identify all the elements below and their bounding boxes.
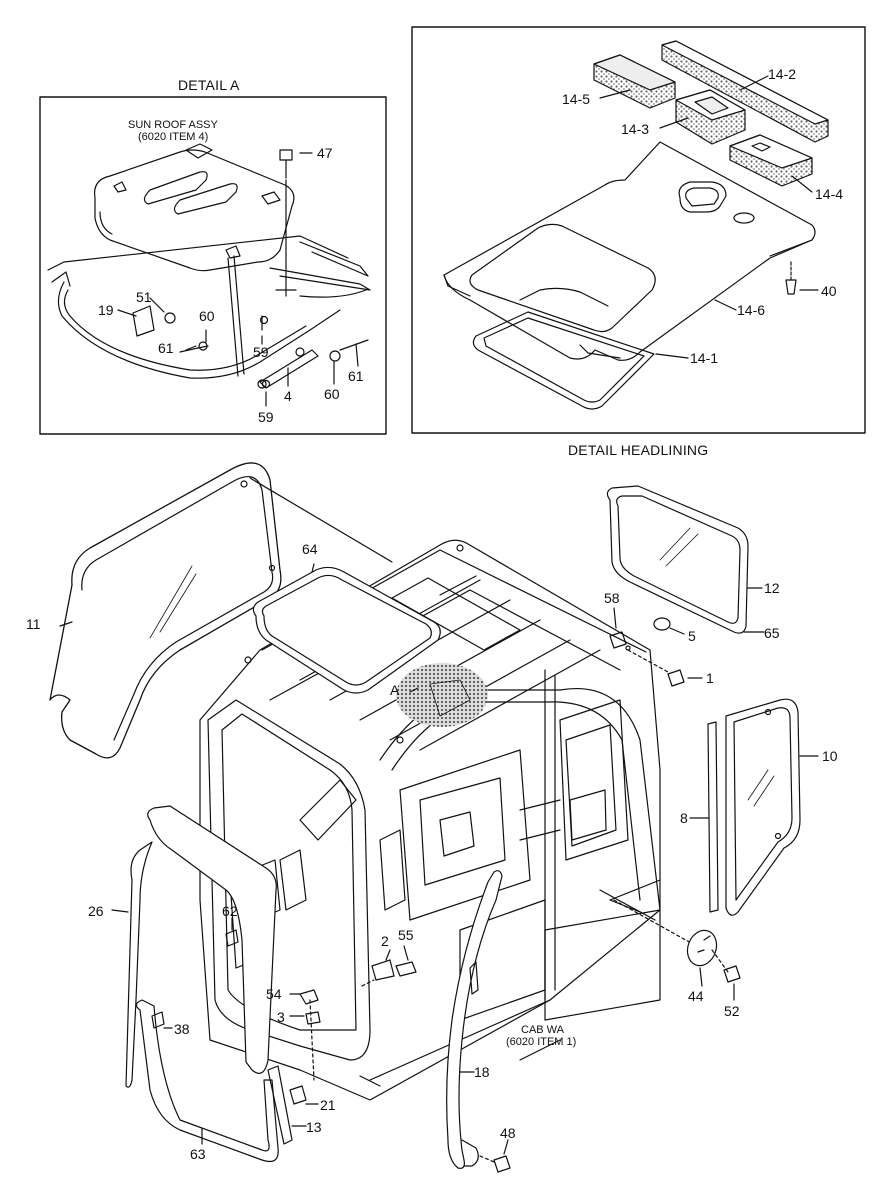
- detail-headlining-frame: [411, 26, 866, 434]
- callout-8: 8: [680, 810, 688, 826]
- cab-note-line1: CAB WA: [521, 1024, 564, 1036]
- sun-roof-note-line2: (6020 ITEM 4): [138, 131, 209, 143]
- callout-11: 11: [26, 616, 41, 632]
- callout-59-b: 59: [258, 409, 274, 425]
- callout-14-5: 14-5: [562, 91, 591, 107]
- headlining-drawing: [443, 40, 829, 410]
- callout-1: 1: [706, 670, 714, 686]
- callout-65: 65: [764, 625, 780, 641]
- callout-51: 51: [136, 289, 152, 305]
- callout-3: 3: [277, 1009, 285, 1025]
- cab-assembly-drawing: [49, 462, 819, 1173]
- callout-14-1: 14-1: [690, 350, 719, 366]
- cab-note-line2: (6020 ITEM 1): [506, 1036, 577, 1048]
- sun-roof-assy-drawing: [47, 143, 371, 407]
- callout-19: 19: [98, 302, 114, 318]
- callout-40: 40: [821, 283, 837, 299]
- callout-38: 38: [174, 1021, 190, 1037]
- callout-21: 21: [320, 1097, 336, 1113]
- callout-14-2: 14-2: [768, 66, 797, 82]
- callout-44: 44: [688, 988, 704, 1004]
- callout-62: 62: [222, 903, 238, 919]
- area-a-label: A: [390, 682, 400, 698]
- callout-5: 5: [688, 628, 696, 644]
- callout-12: 12: [764, 580, 780, 596]
- callout-63: 63: [190, 1146, 206, 1162]
- callout-13: 13: [306, 1119, 322, 1135]
- callout-52: 52: [724, 1003, 740, 1019]
- callout-60-b: 60: [324, 386, 340, 402]
- callout-48: 48: [500, 1125, 516, 1141]
- callout-59-a: 59: [253, 344, 269, 360]
- detail-headlining-caption: DETAIL HEADLINING: [568, 442, 709, 458]
- sun-roof-note-line1: SUN ROOF ASSY: [128, 119, 218, 131]
- callout-14-3: 14-3: [621, 121, 650, 137]
- callout-2: 2: [381, 933, 389, 949]
- callout-10: 10: [822, 748, 838, 764]
- callout-58: 58: [604, 590, 620, 606]
- detail-a-caption: DETAIL A: [178, 77, 240, 93]
- callout-55: 55: [398, 927, 414, 943]
- callout-61-a: 61: [158, 340, 174, 356]
- callout-4: 4: [284, 388, 292, 404]
- callout-18: 18: [474, 1064, 490, 1080]
- callout-14-4: 14-4: [815, 186, 844, 202]
- callout-14-6: 14-6: [737, 302, 766, 318]
- callout-26: 26: [88, 903, 104, 919]
- callout-64: 64: [302, 541, 318, 557]
- callout-47: 47: [317, 145, 333, 161]
- callout-61-b: 61: [348, 368, 364, 384]
- detail-a-frame: [39, 96, 387, 435]
- callout-60-a: 60: [199, 308, 215, 324]
- callout-54: 54: [266, 986, 282, 1002]
